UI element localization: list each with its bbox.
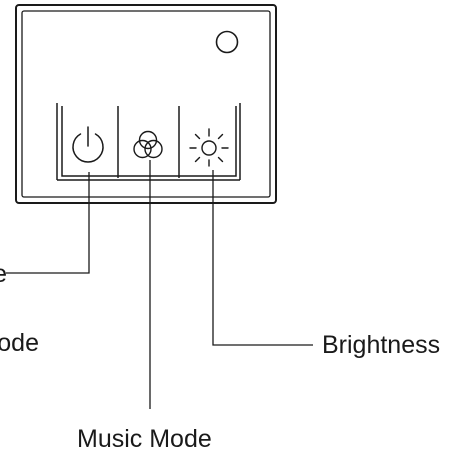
brightness-button[interactable]: [189, 128, 229, 167]
label-brightness: Brightness: [322, 331, 441, 359]
button-bay: [56, 103, 241, 181]
power-icon: [72, 126, 104, 163]
sun-icon: [189, 128, 229, 167]
label-power-clipped: e: [0, 260, 7, 288]
leader-brightness: [212, 170, 313, 346]
leader-lines: [6, 160, 313, 409]
label-mode-clipped: ode: [0, 329, 39, 357]
indicator-light: [215, 30, 239, 54]
three-circles-icon: [133, 130, 163, 159]
leader-power: [6, 172, 90, 274]
power-button[interactable]: [72, 126, 104, 163]
music-mode-button[interactable]: [133, 130, 163, 159]
label-music-mode: Music Mode: [77, 425, 212, 453]
device-panel: [15, 4, 277, 204]
